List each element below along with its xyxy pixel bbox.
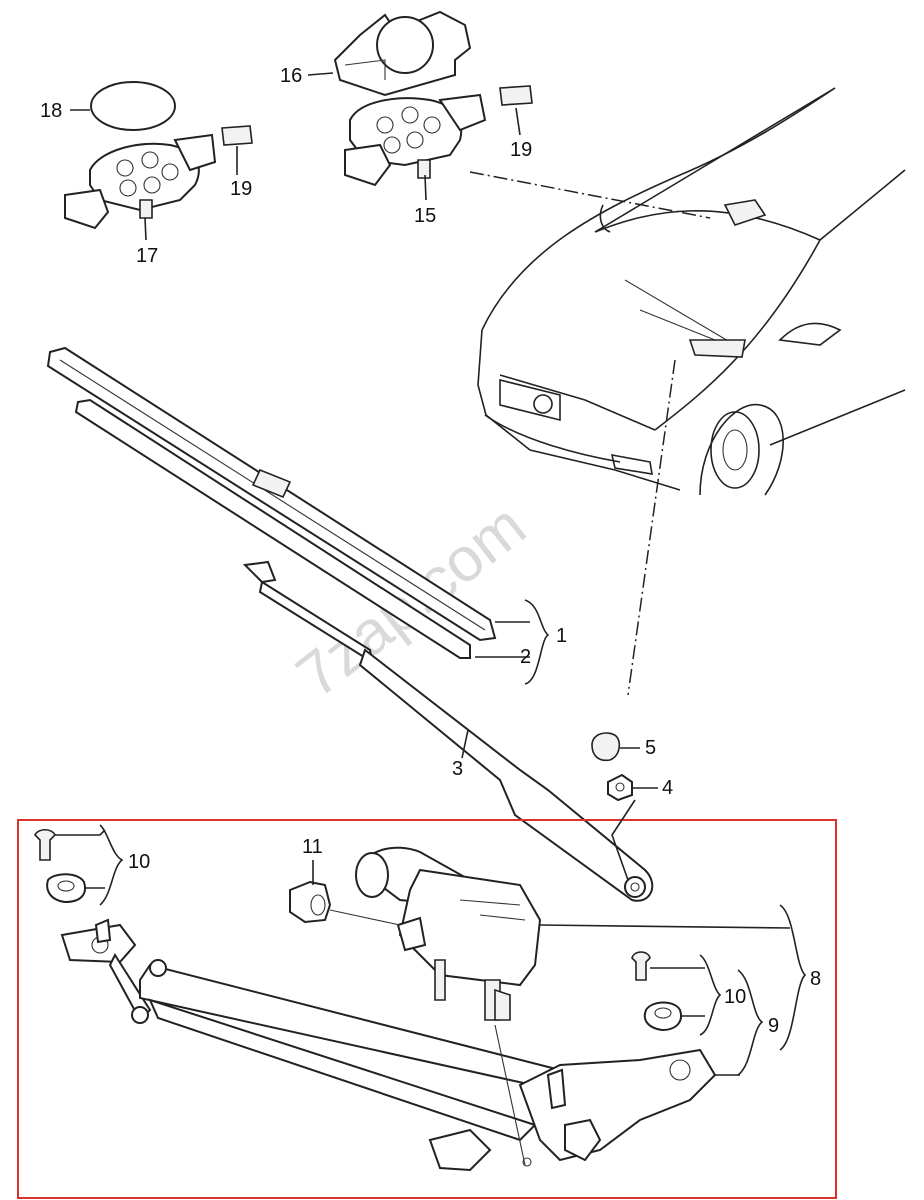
- callout-leaders: [55, 72, 807, 1076]
- label-10-left: 10: [128, 851, 150, 873]
- label-19-top: 19: [510, 139, 532, 161]
- leader-sensor-to-car: [469, 171, 711, 219]
- label-10-right: 10: [724, 986, 746, 1008]
- leader-car-to-nut: [627, 359, 676, 696]
- nut-and-cap: [591, 732, 633, 802]
- label-4: 4: [662, 777, 673, 799]
- rain-sensor-assembly-top: [333, 10, 533, 187]
- rain-sensor-assembly-left: [64, 81, 253, 230]
- label-19-left: 19: [230, 178, 252, 200]
- label-3: 3: [452, 758, 463, 780]
- label-16: 16: [280, 65, 302, 87]
- label-8: 8: [810, 968, 821, 990]
- label-2: 2: [520, 646, 531, 668]
- label-15: 15: [414, 205, 436, 227]
- label-11: 11: [302, 836, 323, 858]
- wiper-blade: [46, 346, 497, 659]
- label-17: 17: [136, 245, 158, 267]
- label-1: 1: [556, 625, 567, 647]
- label-9: 9: [768, 1015, 779, 1037]
- car-illustration: [477, 87, 906, 496]
- wiper-linkage-highlight-frame: [17, 819, 837, 1199]
- wiper-linkage-and-motor: [34, 828, 717, 1172]
- wiper-arm: [242, 560, 654, 902]
- label-18: 18: [40, 100, 62, 122]
- label-5: 5: [645, 737, 656, 759]
